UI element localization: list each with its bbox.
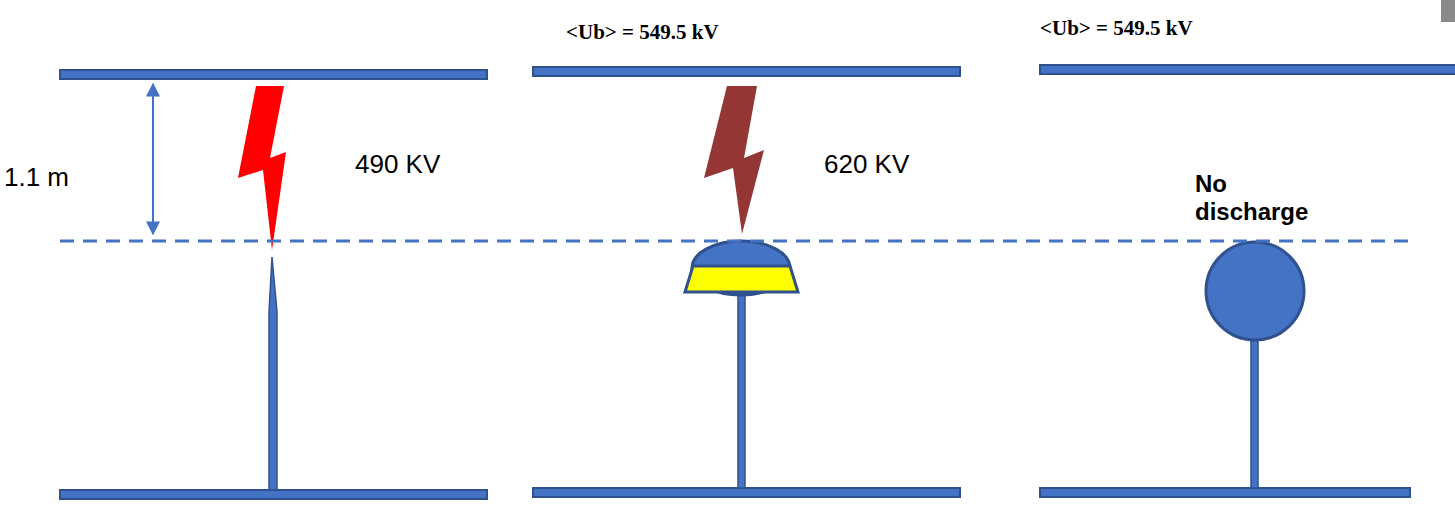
top-plate [1040, 65, 1455, 74]
yellow-band [685, 266, 798, 292]
sphere-electrode [1206, 242, 1304, 340]
electrode-stem [738, 290, 745, 488]
voltage-note: <Ub> = 549.5 kV [566, 20, 719, 44]
ground-plate [1040, 488, 1410, 497]
gap-dimension: 1.1 m [4, 163, 69, 193]
electrode-stem [1251, 336, 1258, 488]
lightning-bolt [238, 86, 286, 250]
ground-plate [60, 490, 487, 499]
gap-arrow [152, 84, 154, 234]
discharge-label: 490 KV [355, 150, 440, 180]
ground-plate [533, 488, 960, 497]
voltage-note: <Ub> = 549.5 kV [1040, 16, 1193, 40]
tip-level-line [60, 240, 1410, 243]
lightning-bolt [704, 86, 764, 234]
rod-electrode [269, 257, 277, 490]
photo-fragment [1441, 0, 1455, 22]
top-plate [533, 67, 960, 76]
top-plate [60, 70, 487, 79]
discharge-label: 620 KV [824, 150, 909, 180]
discharge-label: No discharge [1195, 170, 1325, 225]
